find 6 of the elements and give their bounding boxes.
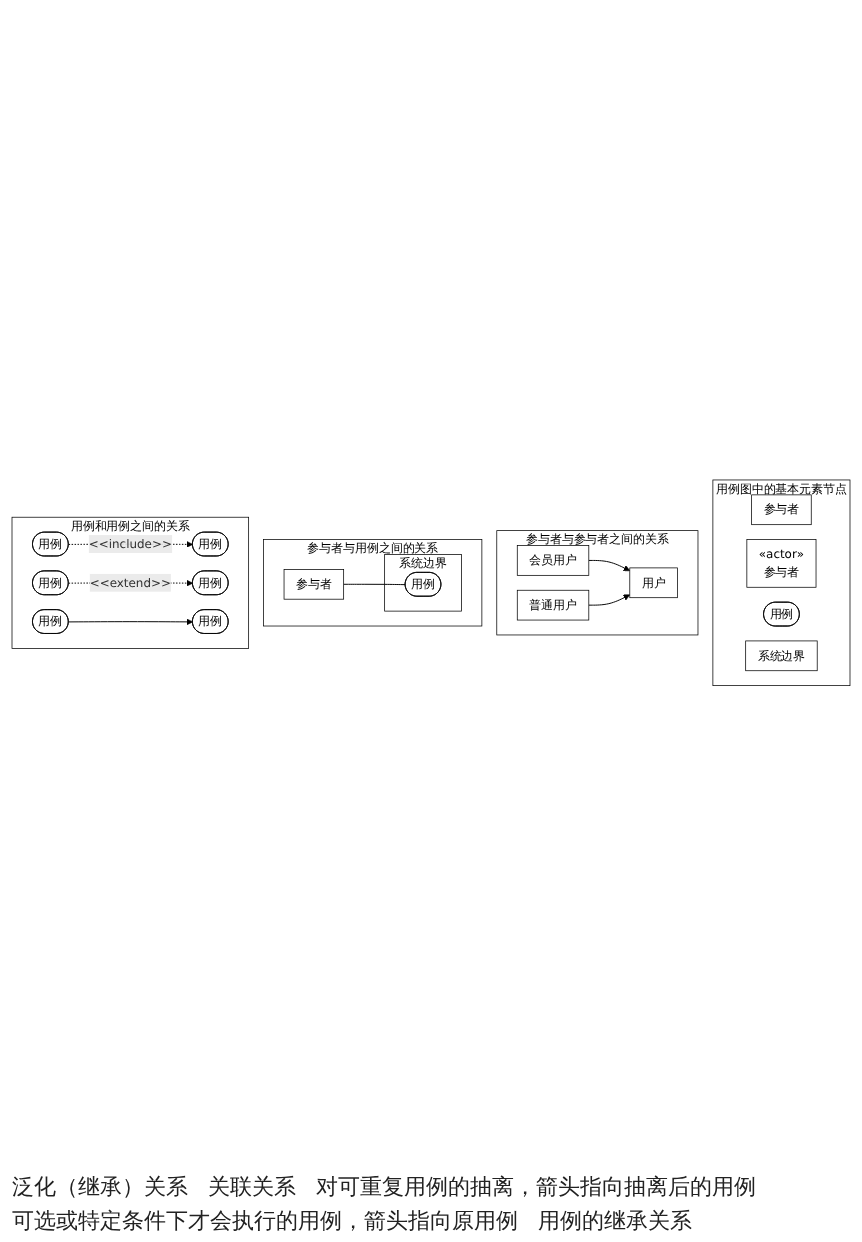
note-text: 对可重复用例的抽离，箭头指向抽离后的用例 bbox=[316, 1172, 756, 1202]
connector bbox=[343, 584, 406, 586]
note-text: 用例的继承关系 bbox=[538, 1206, 692, 1236]
note-text: 泛化（继承）关系 bbox=[12, 1172, 188, 1202]
note-text: 可选或特定条件下才会执行的用例，箭头指向原用例 bbox=[12, 1206, 518, 1236]
note-text: 关联关系 bbox=[208, 1172, 296, 1202]
